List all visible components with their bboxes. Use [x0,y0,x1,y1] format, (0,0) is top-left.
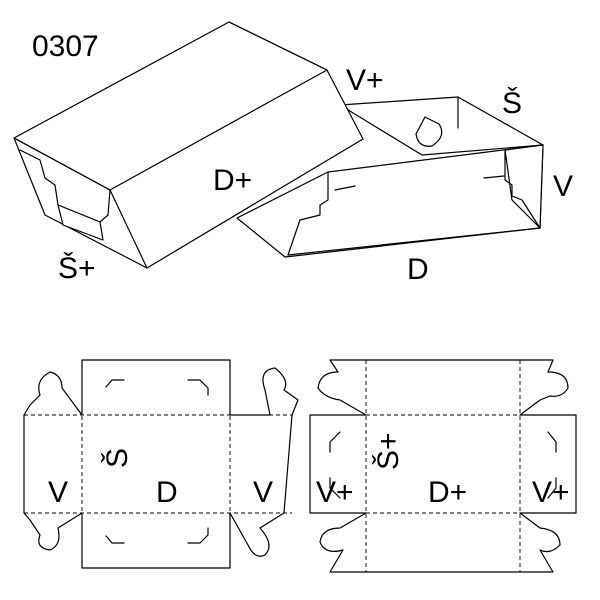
base-slit-tl [105,379,125,388]
label-lid-long-side: D+ [213,164,252,197]
tray-handle-hole [415,116,443,147]
label-lid-net-left-end: V+ [316,476,354,509]
lid-slit-lb [329,477,341,499]
label-base-net-center: D [156,476,178,509]
label-lid-net-side: Š+ [371,432,405,470]
lid-3d [13,21,364,269]
label-lid-short-side: Š+ [58,251,96,285]
base-net-outline [23,359,299,569]
lid-end-flap [19,149,111,223]
product-code: 0307 [32,30,99,63]
lid-slit-rb [547,477,557,499]
base-slit-bl [105,535,125,544]
lid-slit-lt [329,431,341,453]
tray-slit-left [334,185,356,191]
label-base-long-side: D [407,253,429,286]
lid-end-window [57,204,104,241]
base-net [23,359,299,569]
tray-right-flap [504,149,541,229]
tray-left-flap [287,171,329,256]
lid-net-outline [309,359,577,573]
base-slit-tr [187,379,209,396]
base-tray-3d [236,96,544,258]
base-slit-br [187,527,209,544]
label-base-short-side: Š [502,86,522,120]
lid-top-back-edge [228,21,328,71]
label-lid-end: V+ [346,64,384,97]
label-lid-net-center: D+ [428,476,467,509]
label-base-net-left-end: V [48,476,68,509]
tray-bottom-edge [287,227,541,256]
label-base-end: V [553,170,573,203]
lid-net [309,359,577,573]
label-lid-net-right-end: V+ [532,476,570,509]
lid-front-edge [109,69,328,191]
tray-slit-right [483,175,505,179]
lid-slit-rt [547,431,557,453]
label-base-net-side: Š [100,448,134,468]
lid-left-edge [13,137,111,191]
label-base-net-right-end: V [253,476,273,509]
